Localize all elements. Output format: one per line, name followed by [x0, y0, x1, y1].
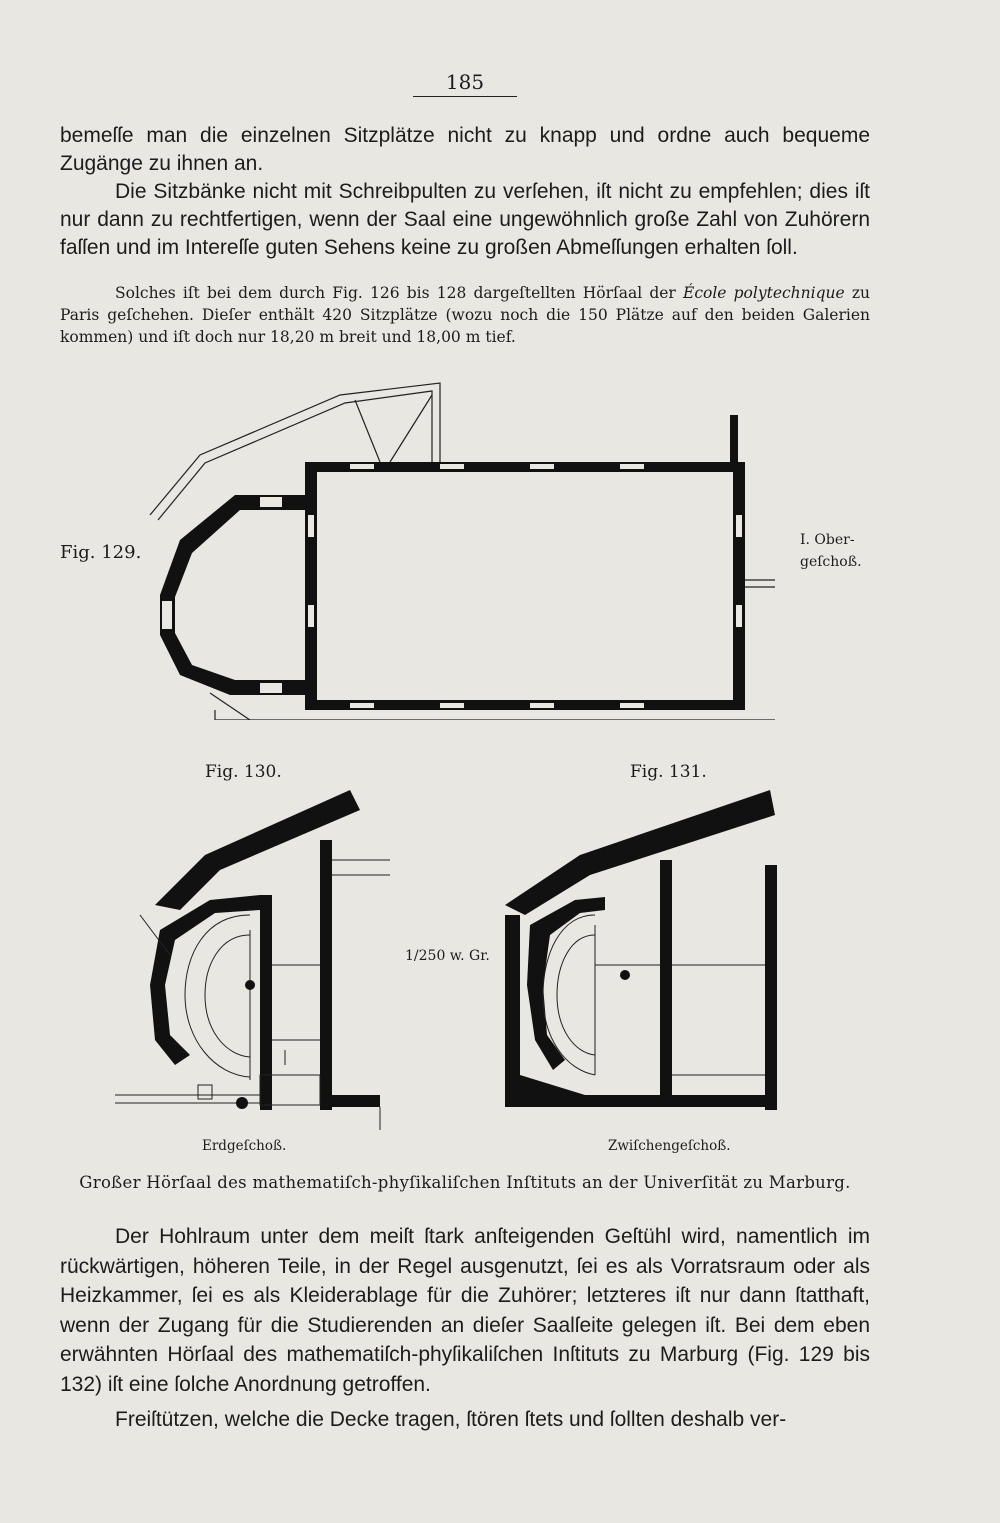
text-block-bottom: Der Hohlraum unter dem meiſt ſtark anſte…: [60, 1222, 870, 1435]
text-block-top: bemeſſe man die einzelnen Sitzplätze nic…: [60, 122, 870, 262]
small-part-2: zu Paris geſchehen. Dieſer enthält 420 S…: [60, 284, 870, 346]
figure-caption: Großer Hörſaal des mathematiſch-phyſikal…: [79, 1173, 851, 1192]
small-italic: École polytechnique: [683, 284, 845, 302]
fig-131-level-label: Zwiſchengeſchoß.: [608, 1138, 731, 1154]
fig-129-label: Fig. 129.: [60, 542, 142, 563]
fig-131-label: Fig. 131.: [630, 762, 707, 782]
floor-plan-fig-131: [505, 790, 777, 1110]
page-number: 185: [445, 70, 485, 94]
fig-129-level-1: I. Ober-: [800, 532, 855, 548]
paragraph-2: Die Sitzbänke nicht mit Schreibpulten zu…: [60, 180, 870, 259]
floor-plan-fig-129: [149, 382, 775, 720]
small-part-1: Solches iſt bei dem durch Fig. 126 bis 1…: [115, 284, 676, 302]
paragraph-4: Freiſtützen, welche die Decke tragen, ſt…: [115, 1408, 787, 1431]
scale-label: 1/250 w. Gr.: [405, 948, 490, 964]
paragraph-1: bemeſſe man die einzelnen Sitzplätze nic…: [60, 124, 870, 175]
floor-plan-fig-130: [115, 790, 390, 1130]
paragraph-3: Der Hohlraum unter dem meiſt ſtark anſte…: [60, 1225, 870, 1396]
small-paragraph: Solches iſt bei dem durch Fig. 126 bis 1…: [60, 282, 870, 348]
page-number-rule: [413, 96, 517, 97]
fig-130-level-label: Erdgeſchoß.: [202, 1138, 287, 1154]
fig-129-level-2: geſchoß.: [800, 554, 862, 570]
fig-130-label: Fig. 130.: [205, 762, 282, 782]
small-print-block: Solches iſt bei dem durch Fig. 126 bis 1…: [60, 282, 870, 348]
